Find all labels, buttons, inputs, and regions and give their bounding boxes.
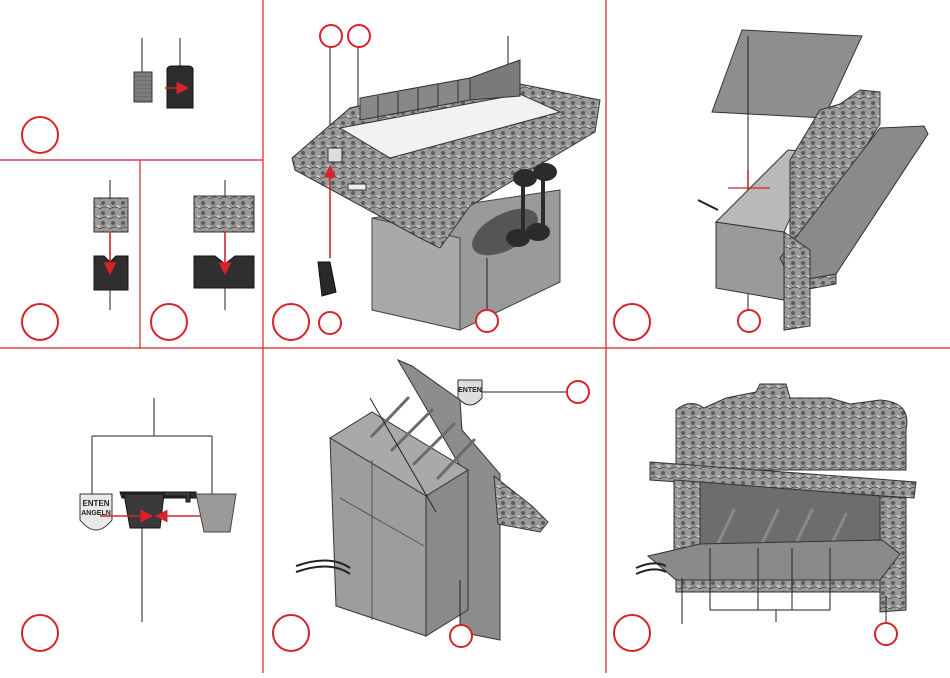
panel-step-1 — [134, 38, 193, 108]
part-callout — [737, 309, 761, 333]
step-marker-4 — [272, 303, 310, 341]
step-marker-1 — [21, 116, 59, 154]
step-marker-7 — [272, 614, 310, 652]
panel-step-4 — [292, 36, 600, 330]
decor-strip-a — [94, 198, 128, 232]
step-marker-3 — [150, 303, 188, 341]
panel-step-5 — [698, 30, 928, 330]
part-callout — [347, 24, 371, 48]
clip-part — [318, 262, 336, 296]
small-part-b — [167, 66, 193, 108]
step-marker-6 — [21, 614, 59, 652]
panel-piece-a — [94, 256, 128, 290]
decor-strip-b — [194, 196, 254, 232]
panel-step-8 — [636, 384, 916, 624]
step-marker-8 — [613, 614, 651, 652]
panel-piece-b — [194, 256, 254, 288]
part-callout — [874, 622, 898, 646]
sign-label-small: ENTEN — [458, 387, 482, 394]
step-marker-2 — [21, 303, 59, 341]
booth-box — [716, 222, 784, 300]
part-callout — [318, 311, 342, 335]
panel-step-7: ENTEN — [296, 360, 566, 640]
sign-label-top: ENTEN — [82, 499, 109, 508]
panel-step-3 — [194, 180, 254, 310]
part-callout — [566, 380, 590, 404]
ornate-back-wall — [676, 384, 907, 470]
panel-step-2 — [94, 180, 128, 310]
basin — [124, 494, 164, 528]
small-part-a — [134, 72, 152, 102]
basin-clip — [196, 494, 236, 532]
panel-step-6: ENTEN ANGELN — [80, 398, 236, 622]
part-callout — [449, 624, 473, 648]
part-callout — [475, 309, 499, 333]
part-callout — [319, 24, 343, 48]
step-marker-5 — [613, 303, 651, 341]
